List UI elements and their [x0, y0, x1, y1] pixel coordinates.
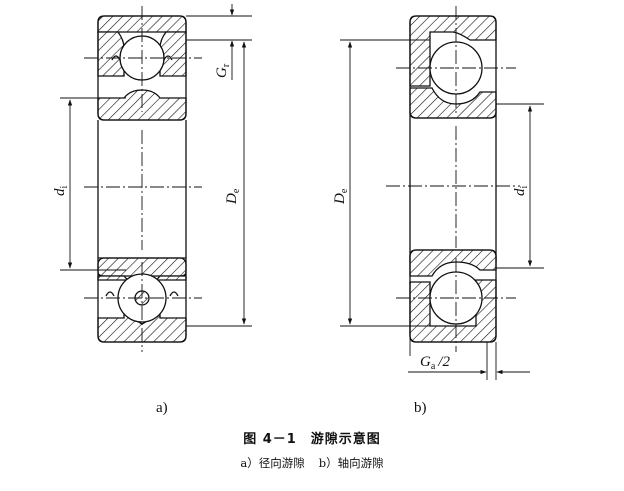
dim-b-ga: Ga/2 — [420, 354, 450, 372]
svg-text:di: di — [52, 186, 70, 197]
dim-a-gr: Gr — [214, 63, 232, 78]
figure-title: 图 4－1 游隙示意图 — [243, 432, 381, 447]
dim-a-di: di — [52, 186, 70, 197]
subcaption-a: a）径向游隙 — [240, 456, 305, 470]
panel-b-dimension-lines — [340, 39, 544, 380]
dim-b-de: De — [332, 188, 350, 205]
panel-a-label: a) — [156, 400, 168, 416]
subcaption-b: b）轴向游隙 — [318, 456, 384, 470]
panel-b-drawing — [409, 15, 497, 343]
dim-a-de: De — [224, 188, 242, 205]
svg-text:di: di — [512, 186, 530, 197]
panel-a-dimension-lines — [60, 4, 252, 327]
panel-b-centerlines — [386, 6, 520, 352]
svg-text:De: De — [224, 188, 242, 205]
panel-b-label: b) — [414, 400, 427, 416]
svg-text:De: De — [332, 188, 350, 205]
figure-subcaption: a）径向游隙 b）轴向游隙 — [0, 455, 624, 471]
dim-b-di: di — [512, 186, 530, 197]
svg-text:Ga/2: Ga/2 — [420, 354, 450, 372]
panel-a-centerlines — [84, 6, 202, 352]
svg-text:Gr: Gr — [214, 63, 232, 78]
